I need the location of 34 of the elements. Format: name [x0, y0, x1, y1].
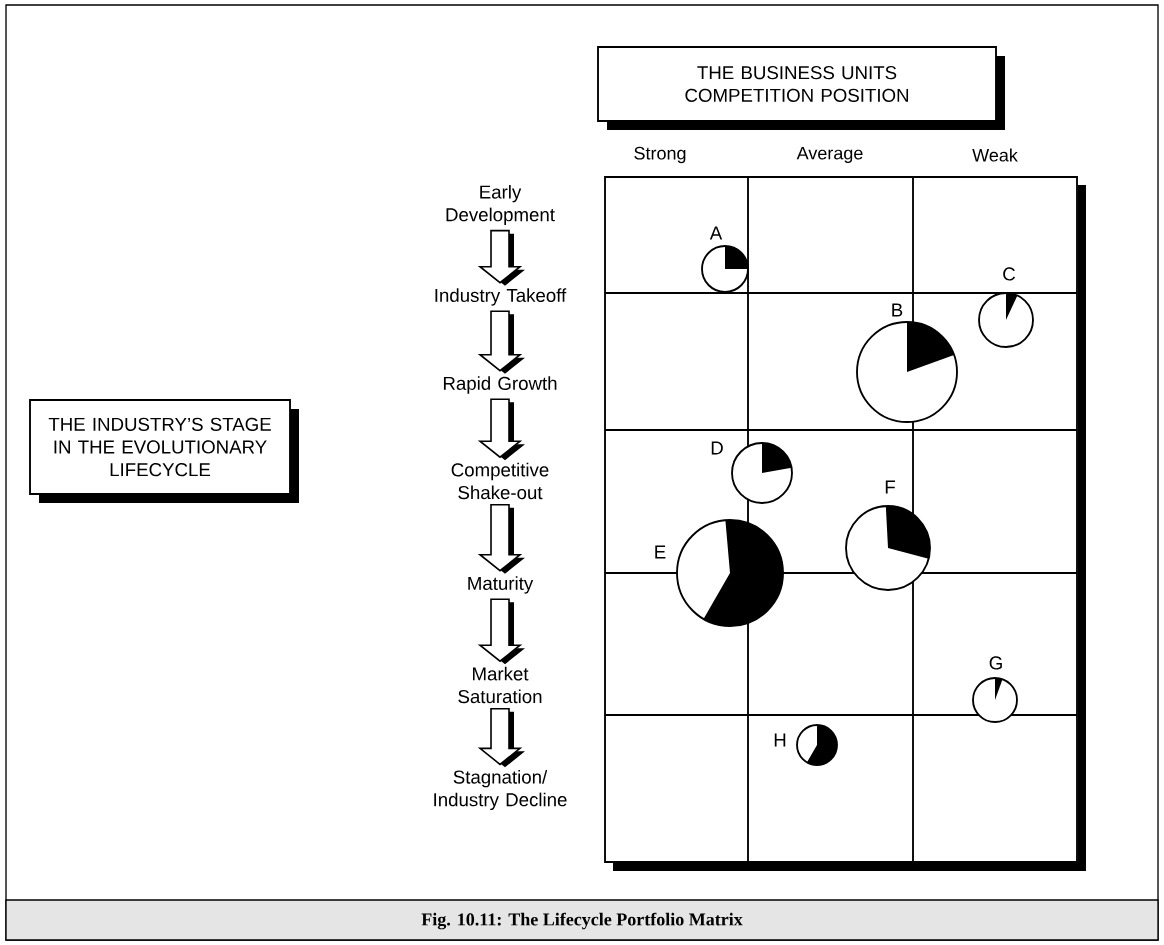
- pie-letter: A: [709, 226, 723, 240]
- pie-circle: [676, 519, 784, 627]
- block-arrow: [477, 398, 525, 461]
- stage-label: Industry Takeoff: [435, 288, 567, 306]
- pie-circle: [701, 245, 749, 293]
- pie-circle: [796, 724, 838, 766]
- stage-label: Stagnation/ Industry Decline: [434, 769, 567, 810]
- pie-circle: [978, 292, 1034, 348]
- pie-circle: [856, 321, 958, 423]
- pie-circle: [972, 677, 1018, 723]
- stage-label: Early Development: [446, 184, 555, 225]
- block-arrow: [477, 229, 525, 286]
- stage-label: Rapid Growth: [443, 376, 557, 394]
- column-header: Average: [796, 146, 863, 164]
- pie-circle: [845, 505, 931, 591]
- caption-band: Fig. 10.11: The Lifecycle Portfolio Matrix: [5, 899, 1159, 941]
- stage-label: Market Saturation: [458, 666, 542, 704]
- pie-letter: G: [989, 656, 1002, 670]
- block-arrow: [477, 504, 525, 574]
- title-box: THE BUSINESS UNITS COMPETITION POSITION: [597, 46, 1005, 130]
- pie-letter: E: [655, 545, 666, 559]
- stage-label: Competitive Shake-out: [451, 462, 549, 500]
- block-arrow: [477, 598, 525, 665]
- pie-circle: [731, 442, 793, 504]
- pie-letter: D: [711, 441, 723, 455]
- pie-letter: F: [885, 480, 895, 494]
- pie-letter: H: [774, 733, 786, 747]
- pie-letter: B: [892, 303, 903, 317]
- block-arrow: [477, 708, 525, 768]
- column-header: Weak: [972, 148, 1018, 162]
- stage-label: Maturity: [468, 576, 534, 594]
- title-box: THE INDUSTRY’S STAGE IN THE EVOLUTIONARY LIFECYCLE: [29, 399, 299, 503]
- block-arrow: [477, 310, 525, 374]
- pie-letter: C: [1003, 267, 1016, 281]
